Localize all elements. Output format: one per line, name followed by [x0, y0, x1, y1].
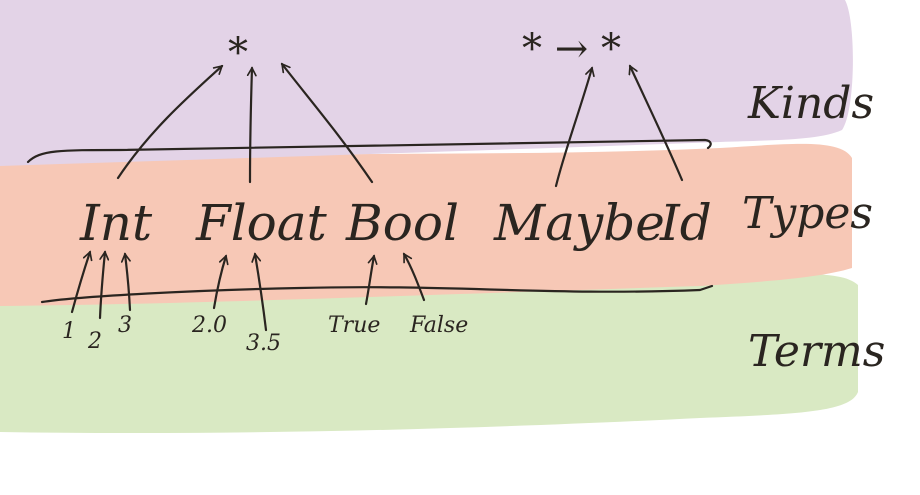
kind-arrow: * → *: [522, 26, 621, 72]
arrow-maybe-to-kind: [554, 68, 592, 188]
arrow-int-to-star: [116, 66, 222, 180]
type-id: Id: [659, 194, 712, 252]
arrow-id-to-kind: [630, 66, 684, 182]
arrow-2-0-to-float: [212, 256, 226, 310]
term-true: True: [328, 313, 380, 338]
arrow-float-to-star: [250, 68, 252, 184]
arrow-3-5-to-float: [255, 254, 268, 332]
types-band: [0, 143, 852, 306]
term-1: 1: [62, 319, 76, 344]
arrow-true-to-bool: [364, 256, 374, 306]
term-3-5: 3.5: [246, 331, 281, 356]
types-terms-boundary: [40, 284, 714, 304]
term-false: False: [409, 313, 468, 338]
terms-band: [0, 274, 858, 434]
kinds-types-boundary: [26, 138, 712, 164]
arrow-false-to-bool: [402, 254, 426, 302]
term-2: 2: [87, 329, 102, 354]
kind-star: *: [228, 30, 248, 76]
type-bool: Bool: [345, 194, 459, 252]
term-2-0: 2.0: [191, 313, 227, 338]
arrow-3-to-int: [125, 254, 132, 312]
arrow-1-to-int: [70, 252, 90, 314]
terms-label: Terms: [748, 326, 885, 377]
kinds-band: [0, 0, 853, 166]
arrow-bool-to-star: [280, 64, 374, 184]
kinds-label: Kinds: [747, 78, 874, 129]
type-maybe: Maybe: [493, 194, 665, 252]
type-float: Float: [195, 194, 328, 252]
type-int: Int: [79, 194, 153, 252]
arrow-2-to-int: [98, 252, 105, 320]
term-3: 3: [118, 313, 132, 338]
types-label: Types: [742, 188, 873, 239]
